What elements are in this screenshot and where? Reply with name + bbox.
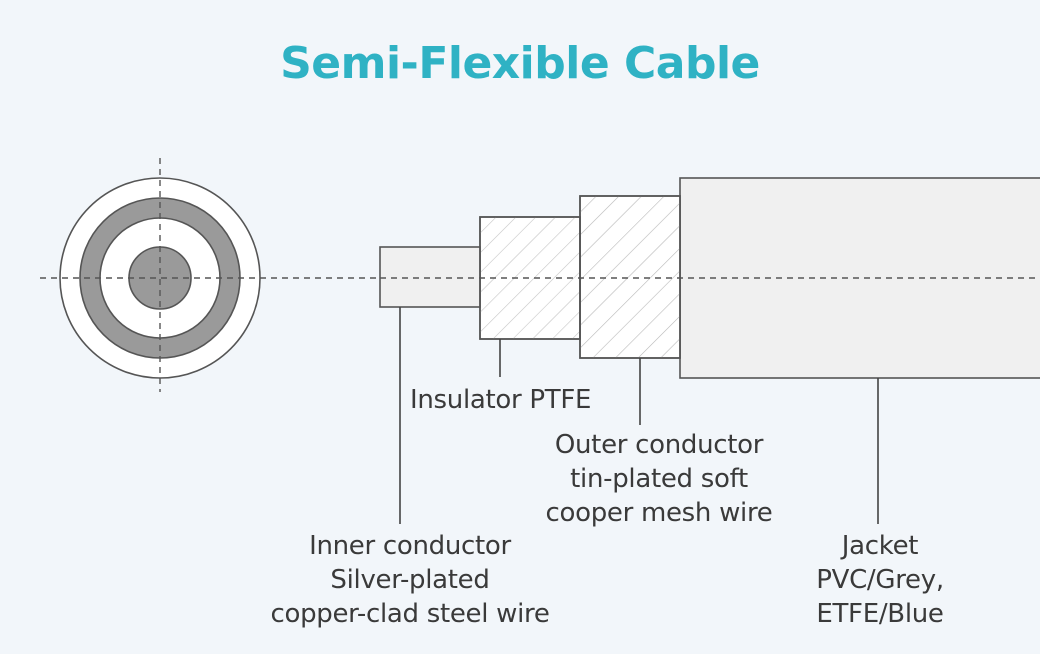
insulator-hatch bbox=[480, 217, 580, 339]
outer-conductor-label: Outer conductor tin-plated soft cooper m… bbox=[545, 430, 773, 528]
inner-conductor-segment bbox=[379, 246, 481, 308]
outer-conductor-hatch bbox=[580, 196, 680, 358]
page-title: Semi-Flexible Cable bbox=[280, 38, 760, 89]
leader-lines bbox=[399, 307, 879, 524]
jacket-segment bbox=[679, 177, 1040, 379]
side-view bbox=[379, 177, 1040, 379]
cross-section bbox=[59, 158, 261, 392]
insulator-label: Insulator PTFE bbox=[410, 385, 592, 415]
inner-conductor-label: Inner conductor Silver-plated copper-cla… bbox=[270, 531, 550, 629]
cross-section-inner-conductor bbox=[128, 246, 192, 310]
jacket-label: Jacket PVC/Grey, ETFE/Blue bbox=[816, 531, 944, 629]
